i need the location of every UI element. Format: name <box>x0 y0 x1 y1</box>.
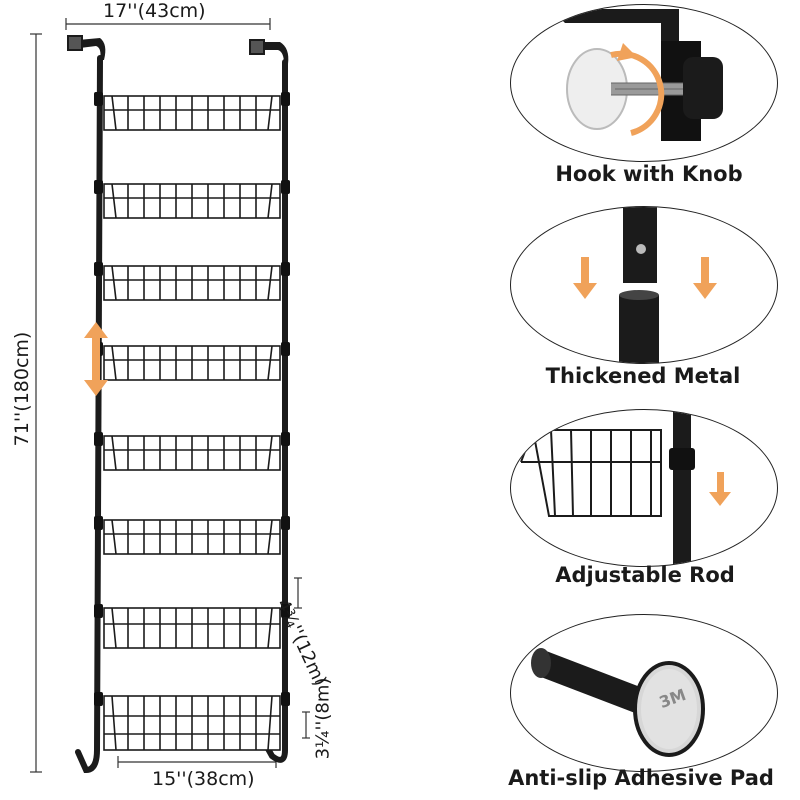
basket-8 <box>103 695 281 751</box>
feature-caption: Anti-slip Adhesive Pad <box>508 766 774 790</box>
rack-illustration <box>30 18 310 774</box>
adhesive-pad-icon <box>531 648 705 757</box>
basket-5 <box>103 435 281 471</box>
tube-joint-icon <box>573 207 717 363</box>
feature-image-frame <box>510 409 778 567</box>
wire-baskets <box>103 95 281 751</box>
basket-2 <box>103 183 281 219</box>
feature-image-frame <box>510 4 778 162</box>
height-dimension-line <box>30 33 42 773</box>
basket-3 <box>103 265 281 301</box>
feature-image-frame <box>510 206 778 364</box>
width-bottom-label: 15''(38cm) <box>152 768 255 790</box>
rail-joints <box>94 92 290 706</box>
width-top-dimension-line <box>65 18 271 30</box>
feature-image-frame: 3M <box>510 614 778 772</box>
gap-dimension-brackets <box>294 577 310 739</box>
side-rails <box>75 55 288 774</box>
top-hooks <box>67 35 289 64</box>
width-top-label: 17''(43cm) <box>103 0 206 22</box>
adjust-arrow-icon <box>84 322 108 396</box>
basket-6 <box>103 519 281 555</box>
height-label: 71''(180cm) <box>11 331 33 447</box>
basket-rod-icon <box>520 410 731 566</box>
basket-4 <box>103 345 281 381</box>
feature-caption: Adjustable Rod <box>555 563 735 587</box>
gap-lower-label: 3¼''(8m) <box>312 677 334 760</box>
width-bottom-dimension-line <box>117 756 277 768</box>
feature-caption: Hook with Knob <box>555 162 743 186</box>
basket-7 <box>103 607 281 649</box>
feature-caption: Thickened Metal <box>545 364 741 388</box>
hook-knob-icon <box>551 9 723 141</box>
basket-1 <box>103 95 281 131</box>
